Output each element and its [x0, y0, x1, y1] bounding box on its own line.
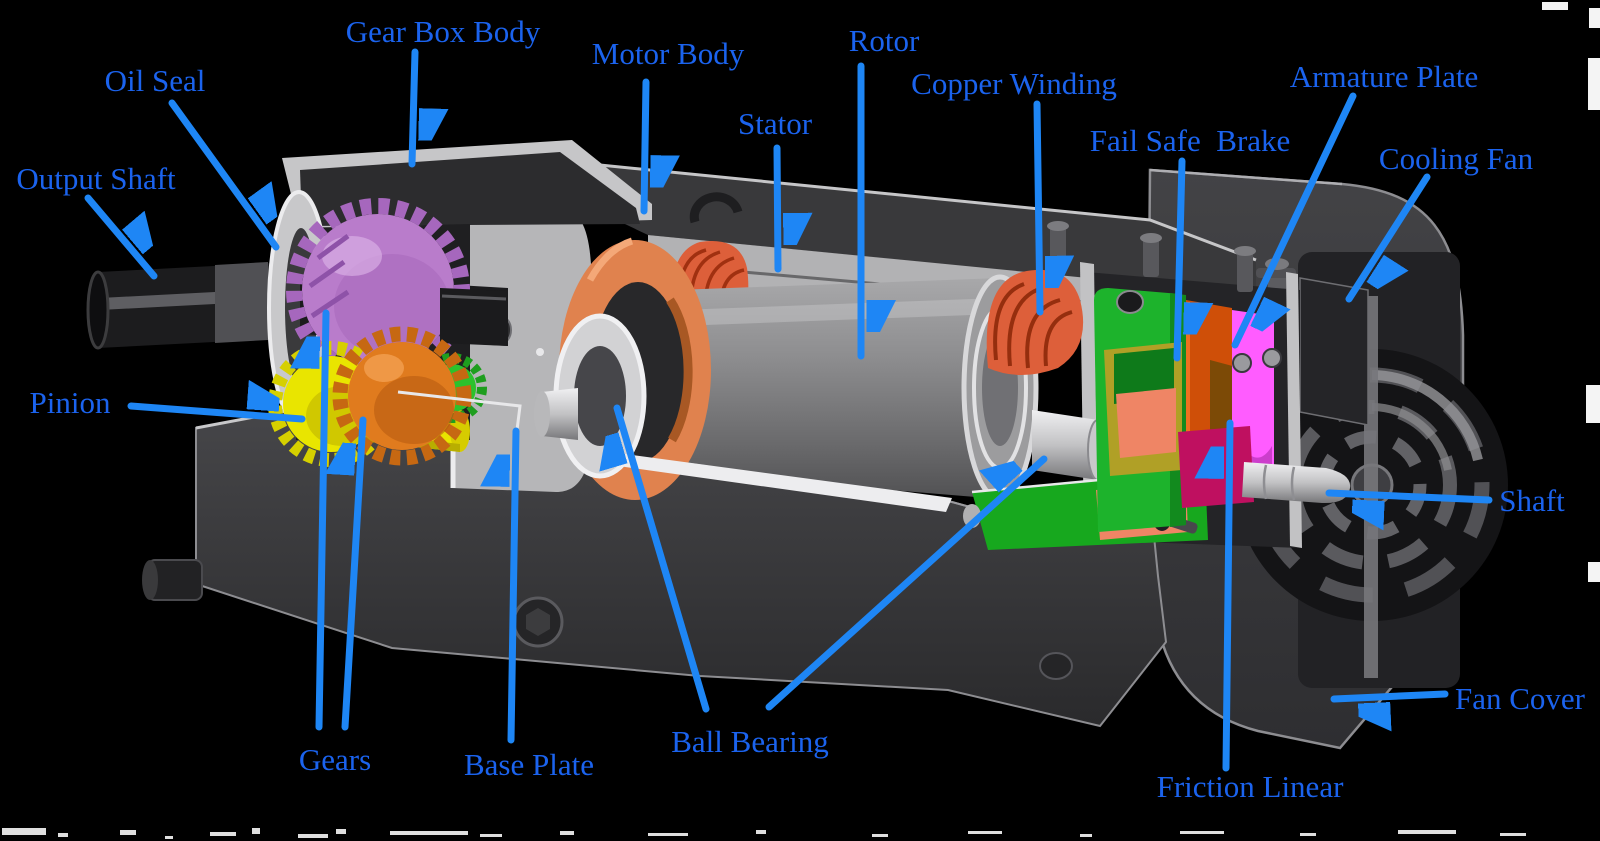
label-rotor: Rotor: [848, 23, 920, 58]
label-base-plate: Base Plate: [464, 747, 594, 782]
label-motor-body: Motor Body: [591, 36, 745, 71]
orange-gear-part: [332, 326, 472, 466]
arrow-fail-safe-brake: [1173, 157, 1182, 362]
base-pocket-rim: [397, 390, 522, 439]
base-top-highlight: [604, 452, 952, 512]
label-copper-winding: Copper Winding: [911, 66, 1117, 101]
gears-part: [268, 198, 522, 467]
arrow-gear-box-body: [408, 48, 415, 168]
rotor-part: [622, 274, 1039, 502]
label-fail-safe-brake: Fail Safe Brake: [1089, 123, 1291, 158]
arrow-ball-bearing-right: [765, 459, 1048, 711]
output-shaft-part: [86, 262, 292, 350]
arrow-armature-plate: [1231, 92, 1357, 349]
gear-shaft-part: [440, 288, 508, 346]
label-stator: Stator: [737, 106, 813, 141]
arrow-shaft: [1325, 489, 1493, 500]
arrow-pinion: [127, 406, 306, 423]
arrow-base-plate: [511, 427, 520, 744]
label-gear-box-body: Gear Box Body: [345, 14, 541, 49]
label-friction-linear: Friction Linear: [1156, 769, 1344, 804]
label-ball-bearing: Ball Bearing: [671, 724, 829, 759]
arrow-motor-body: [640, 78, 646, 215]
copper-winding-right-part: [986, 269, 1084, 375]
arrow-oil-seal: [168, 99, 276, 251]
label-output-shaft: Output Shaft: [16, 161, 176, 196]
edge-artifacts: [1542, 2, 1600, 582]
arrow-gears-left: [319, 309, 330, 731]
label-oil-seal: Oil Seal: [104, 63, 206, 98]
arrow-friction-linear: [1226, 419, 1234, 772]
label-fan-cover: Fan Cover: [1454, 681, 1586, 716]
arrow-stator: [773, 144, 778, 273]
arrow-fan-cover: [1330, 690, 1449, 699]
arrow-gears-right: [345, 416, 367, 731]
label-cooling-fan: Cooling Fan: [1378, 141, 1534, 176]
arrow-copper-winding: [1033, 100, 1040, 316]
arrow-output-shaft: [84, 194, 154, 280]
label-pinion: Pinion: [29, 385, 111, 420]
arrow-cooling-fan: [1345, 173, 1431, 303]
arrow-ball-bearing-left: [617, 404, 710, 713]
label-gears: Gears: [298, 742, 372, 777]
label-shaft: Shaft: [1499, 483, 1565, 518]
label-armature-plate: Armature Plate: [1289, 59, 1479, 94]
base-bolt-icon: [142, 559, 1073, 680]
shaft-part: [1242, 462, 1351, 504]
fail-safe-brake-part: [1094, 288, 1186, 532]
housing-bolt-icon: [1047, 221, 1256, 292]
bottom-artifacts: [2, 828, 1526, 839]
